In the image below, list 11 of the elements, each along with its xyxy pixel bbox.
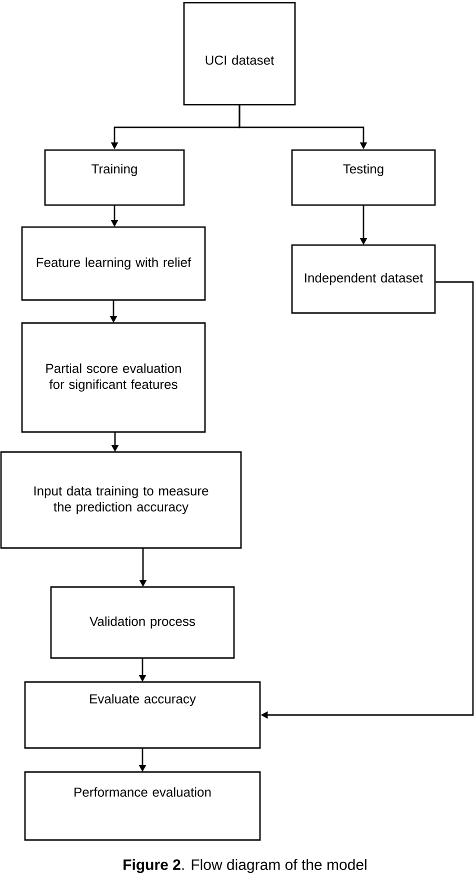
- process-box: Input data training to measure the prediction accuracy: [0, 451, 242, 549]
- process-box: Evaluate accuracy: [24, 681, 261, 749]
- process-box: Training: [44, 149, 185, 206]
- database-cylinder: UCI dataset: [183, 2, 296, 106]
- caption: Figure 2. Flow diagram of the model: [124, 858, 366, 874]
- process-box: Performance evaluation: [24, 771, 261, 841]
- process-box: Feature learning with relief: [21, 226, 206, 301]
- process-box: Independent dataset: [291, 244, 436, 314]
- process-box: Partial score evaluation for significant features: [21, 322, 206, 433]
- process-box: Validation process: [50, 586, 235, 659]
- process-box: Testing: [291, 149, 436, 206]
